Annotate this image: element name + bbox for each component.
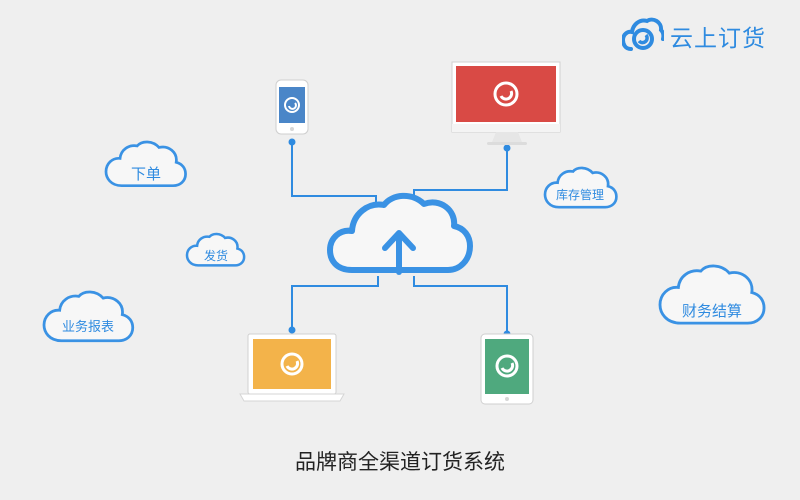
app-logo-icon (284, 97, 300, 113)
app-logo-icon (280, 352, 304, 376)
device-tablet (480, 333, 534, 405)
cloud-reports-label: 业务报表 (62, 319, 114, 335)
diagram-caption: 品牌商全渠道订货系统 (295, 450, 505, 474)
connector-phone (291, 142, 377, 214)
brand-name: 云上订货 (670, 26, 766, 52)
hub-cloud (327, 192, 473, 275)
cloud-settlement-label: 财务结算 (682, 302, 742, 320)
app-logo-icon (495, 354, 519, 378)
cloud-shipping-label: 发货 (204, 248, 228, 263)
cloud-inventory-label: 库存管理 (556, 187, 604, 202)
cloud-order-label: 下单 (131, 165, 161, 183)
brand-cloud-logo-icon (622, 17, 664, 51)
connector-tablet (413, 276, 508, 334)
device-phone (275, 79, 309, 135)
cloud-upload-icon (382, 230, 416, 275)
app-logo-icon (493, 81, 519, 107)
device-laptop (239, 333, 345, 402)
brand: 云上订货 (622, 14, 766, 58)
connector-laptop (291, 276, 379, 330)
device-monitor (451, 61, 561, 145)
